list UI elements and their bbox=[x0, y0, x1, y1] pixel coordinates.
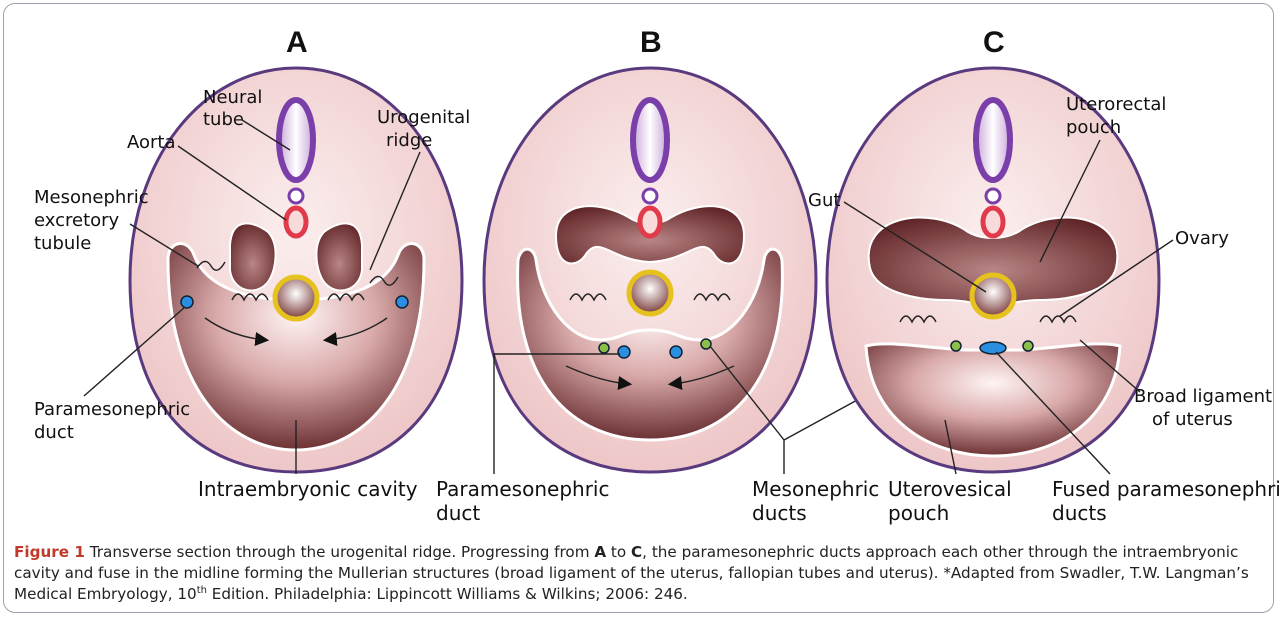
caption-panel-c: C bbox=[631, 543, 642, 561]
label-urogenital-1: Urogenital bbox=[377, 107, 470, 128]
gut-b bbox=[629, 272, 671, 314]
label-broad-ligament-1: Broad ligament bbox=[1134, 386, 1272, 407]
caption-figure-label: Figure 1 bbox=[14, 543, 85, 561]
caption-panel-a: A bbox=[594, 543, 606, 561]
label-aorta: Aorta bbox=[127, 132, 176, 153]
label-intraembryonic-cavity: Intraembryonic cavity bbox=[198, 477, 418, 501]
paramesonephric-duct-b-right bbox=[670, 346, 682, 358]
label-uterorectal-2: pouch bbox=[1066, 117, 1121, 138]
label-uterovesical-2: pouch bbox=[888, 501, 949, 525]
label-urogenital-2: ridge bbox=[386, 130, 432, 151]
label-fused-paramesonephric-1: Fused paramesonephric bbox=[1052, 477, 1279, 501]
label-paramesonephric-a-1: Paramesonephric bbox=[34, 399, 190, 420]
label-paramesonephric-b-2: duct bbox=[436, 501, 480, 525]
label-paramesonephric-a-2: duct bbox=[34, 422, 74, 443]
label-mesonephric-tubule-1: Mesonephric bbox=[34, 187, 149, 208]
label-mesonephric-ducts-2: ducts bbox=[752, 501, 807, 525]
label-broad-ligament-2: of uterus bbox=[1152, 409, 1233, 430]
paramesonephric-duct-b-left bbox=[618, 346, 630, 358]
label-mesonephric-tubule-3: tubule bbox=[34, 233, 91, 254]
label-mesonephric-tubule-2: excretory bbox=[34, 210, 120, 231]
panel-letter-b: B bbox=[640, 26, 662, 59]
label-fused-paramesonephric-2: ducts bbox=[1052, 501, 1107, 525]
fused-paramesonephric-duct bbox=[980, 342, 1006, 354]
gut-a bbox=[275, 277, 317, 319]
neural-tube-a bbox=[279, 100, 313, 180]
mesonephric-duct-b-right bbox=[701, 339, 711, 349]
label-paramesonephric-b-1: Paramesonephric bbox=[436, 477, 609, 501]
label-mesonephric-ducts-1: Mesonephric bbox=[752, 477, 879, 501]
mesonephric-duct-c-right bbox=[1023, 341, 1033, 351]
label-ovary: Ovary bbox=[1175, 228, 1229, 249]
label-gut: Gut bbox=[808, 190, 840, 211]
panel-letter-c: C bbox=[983, 26, 1005, 59]
panel-b-section bbox=[484, 68, 816, 472]
aorta-a bbox=[286, 208, 306, 236]
label-uterorectal-1: Uterorectal bbox=[1066, 94, 1166, 115]
caption-superscript: th bbox=[197, 585, 207, 596]
embryology-diagram: A B C Neural tube Aorta Urogenital ridge bbox=[0, 0, 1279, 540]
paramesonephric-duct-a-left bbox=[181, 296, 193, 308]
paramesonephric-duct-a-right bbox=[396, 296, 408, 308]
panel-letter-a: A bbox=[286, 26, 308, 59]
label-neural-tube-1: Neural bbox=[203, 87, 262, 108]
gut-c bbox=[972, 275, 1014, 317]
mesonephric-duct-c-left bbox=[951, 341, 961, 351]
label-neural-tube-2: tube bbox=[203, 109, 244, 130]
label-uterovesical-1: Uterovesical bbox=[888, 477, 1012, 501]
caption-text-to: to bbox=[606, 543, 631, 561]
mesonephric-duct-b-left bbox=[599, 343, 609, 353]
caption-text-1: Transverse section through the urogenita… bbox=[85, 543, 594, 561]
caption-text-3: Edition. Philadelphia: Lippincott Willia… bbox=[207, 585, 688, 603]
figure-caption: Figure 1 Transverse section through the … bbox=[14, 542, 1264, 605]
